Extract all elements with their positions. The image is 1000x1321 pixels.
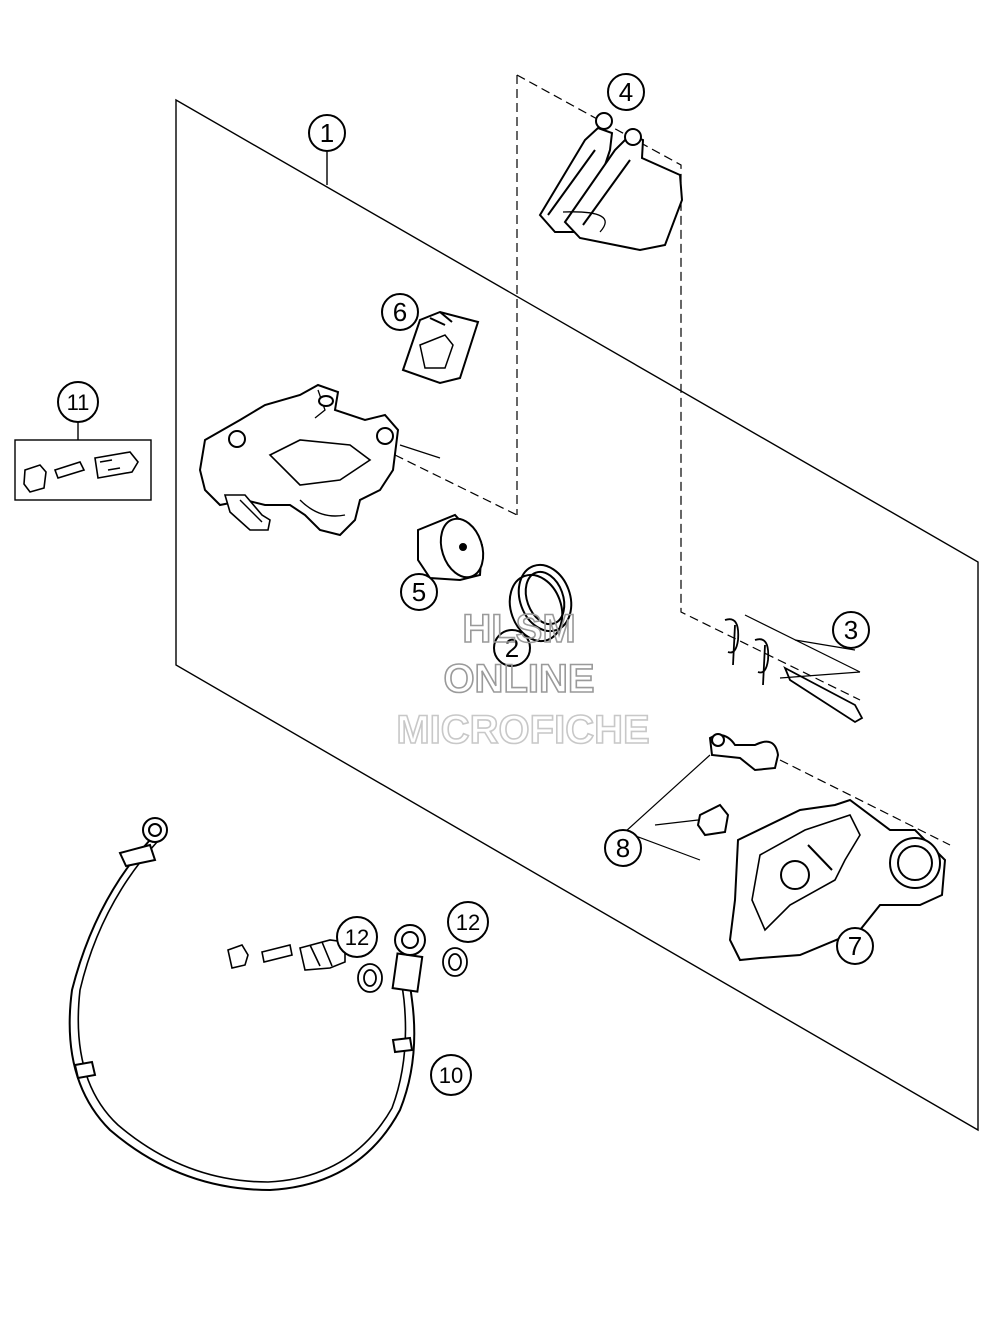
svg-text:8: 8 (616, 833, 630, 863)
svg-text:2: 2 (505, 633, 519, 663)
watermark: HLSM ONLINE MICROFICHE (396, 606, 651, 753)
callout-4: 4 (607, 73, 645, 111)
brake-pads-part (538, 112, 684, 252)
callout-10: 10 (430, 1054, 472, 1096)
svg-text:10: 10 (439, 1063, 463, 1088)
svg-text:11: 11 (67, 390, 90, 415)
callout-2: 2 (493, 629, 531, 667)
svg-text:ONLINE: ONLINE (443, 657, 594, 701)
caliper-body-part (198, 383, 441, 537)
brake-hose-part (68, 817, 426, 1192)
svg-text:12: 12 (345, 925, 369, 950)
svg-text:6: 6 (393, 297, 407, 327)
svg-text:1: 1 (320, 118, 334, 148)
piston-part (417, 513, 485, 582)
seal-ring-part (508, 563, 573, 643)
svg-text:3: 3 (844, 615, 858, 645)
callout-5: 5 (400, 573, 438, 611)
callout-3: 3 (832, 611, 870, 649)
svg-text:5: 5 (412, 577, 426, 607)
svg-text:7: 7 (848, 931, 862, 961)
callout-8: 8 (604, 829, 642, 867)
callout-6: 6 (381, 293, 419, 331)
svg-text:12: 12 (456, 910, 480, 935)
banjo-bolt-part (227, 939, 346, 971)
callout-1: 1 (308, 114, 346, 152)
callout-12-left: 12 (336, 916, 378, 958)
callout-12-right: 12 (447, 901, 489, 943)
callout-11: 11 (57, 381, 99, 423)
pad-spring-part (401, 310, 480, 385)
sealing-washer-part (357, 947, 468, 993)
assembly-outline (175, 98, 979, 1132)
callout-7: 7 (836, 927, 874, 965)
svg-text:MICROFICHE: MICROFICHE (396, 708, 649, 752)
pad-pin-part (724, 614, 864, 724)
svg-text:4: 4 (619, 77, 633, 107)
svg-text:HLSM: HLSM (462, 607, 575, 651)
pad-group-dashed-frame (516, 74, 861, 701)
bleeder-set-frame (14, 439, 152, 501)
bleeder-valve-part (23, 451, 139, 493)
caliper-bracket-part (728, 798, 947, 962)
